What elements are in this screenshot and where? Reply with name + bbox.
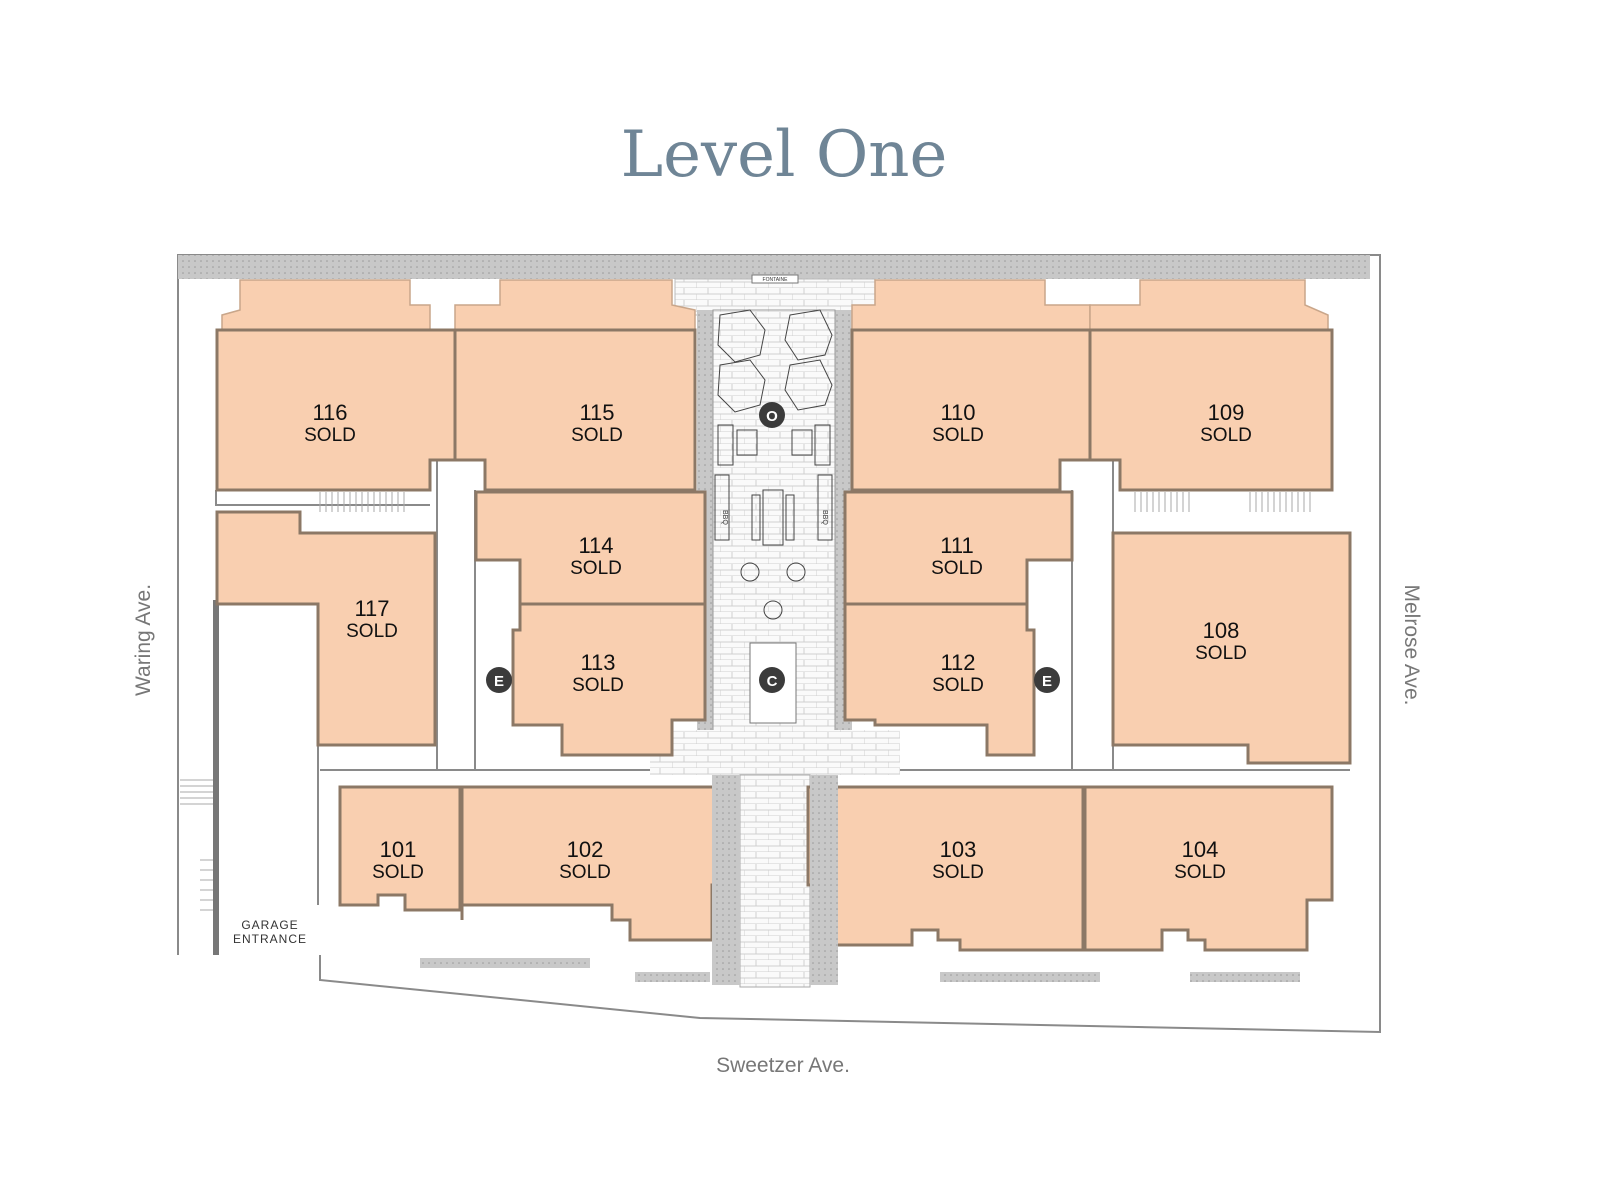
page-title: Level One [620, 118, 948, 192]
courtyard-entry [650, 730, 900, 775]
bbq-label-left: BBQ [721, 510, 728, 525]
garage-ramp-wall [213, 600, 219, 955]
garage-label-line1: GARAGE [241, 918, 298, 932]
unit-shape[interactable] [1088, 328, 1334, 492]
unit-shape[interactable] [1083, 785, 1334, 952]
entry-walkway [739, 774, 811, 988]
unit-number: 108 [1203, 618, 1240, 643]
marker-c[interactable]: C [759, 667, 785, 693]
unit-shape[interactable] [843, 602, 1036, 757]
marker-e-left[interactable]: E [486, 667, 512, 693]
street-melrose: Melrose Ave. [1400, 584, 1423, 705]
unit-status: SOLD [570, 558, 622, 579]
unit-status: SOLD [571, 425, 623, 446]
unit-number: 117 [354, 596, 389, 621]
unit-status: SOLD [1200, 425, 1252, 446]
marker-o[interactable]: O [759, 402, 785, 428]
fountain-plaza [674, 278, 876, 316]
unit-status: SOLD [932, 862, 984, 883]
svg-text:C: C [767, 673, 778, 690]
unit-number: 101 [380, 837, 417, 862]
stairs [180, 492, 1311, 911]
unit-shape[interactable] [1111, 531, 1352, 765]
unit-status: SOLD [572, 675, 624, 696]
unit-number: 112 [940, 650, 975, 675]
street-sweetzer: Sweetzer Ave. [716, 1054, 850, 1077]
unit-shape[interactable] [511, 602, 707, 757]
unit-status: SOLD [932, 425, 984, 446]
unit-number: 111 [940, 533, 973, 558]
unit-status: SOLD [1195, 643, 1247, 664]
unit-status: SOLD [372, 862, 424, 883]
unit-status: SOLD [304, 425, 356, 446]
fountain [751, 274, 799, 284]
unit-number: 116 [312, 400, 347, 425]
unit-shape[interactable] [338, 785, 462, 912]
garage-label-line2: ENTRANCE [233, 932, 307, 946]
unit-number: 109 [1208, 400, 1245, 425]
unit-status: SOLD [346, 621, 398, 642]
unit-number: 104 [1182, 837, 1219, 862]
unit-number: 114 [578, 533, 613, 558]
unit-number: 102 [567, 837, 604, 862]
unit-shape[interactable] [215, 510, 437, 747]
svg-text:E: E [494, 673, 504, 690]
bbq-label-right: BBQ [821, 510, 828, 525]
svg-text:O: O [766, 408, 778, 425]
unit-status: SOLD [931, 558, 983, 579]
unit-shape[interactable] [453, 328, 697, 492]
unit-number: 103 [940, 837, 977, 862]
unit-number: 115 [579, 400, 614, 425]
unit-status: SOLD [932, 675, 984, 696]
fountain-label: FONTAINE [763, 277, 789, 283]
unit-number: 113 [580, 650, 615, 675]
unit-status: SOLD [1174, 862, 1226, 883]
courtyard-furniture [714, 309, 833, 620]
marker-e-right[interactable]: E [1034, 667, 1060, 693]
unit-number: 110 [940, 400, 975, 425]
balconies [221, 279, 1329, 331]
bottom-planters [420, 775, 1300, 985]
street-waring: Waring Ave. [132, 584, 155, 696]
svg-text:E: E [1042, 673, 1052, 690]
unit-status: SOLD [559, 862, 611, 883]
